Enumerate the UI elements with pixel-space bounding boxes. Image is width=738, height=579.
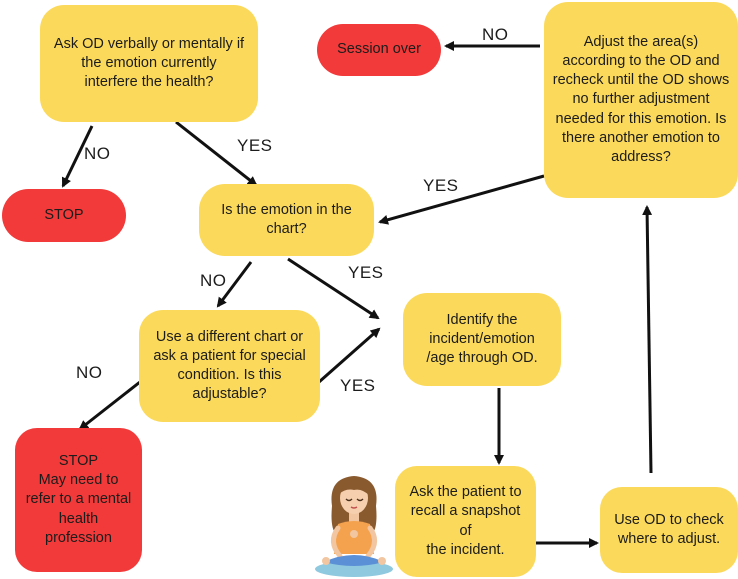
meditating-patient-figure xyxy=(315,476,393,577)
node-use-od: Use OD to check where to adjust. xyxy=(600,487,738,573)
node-ask-od: Ask OD verbally or mentally if the emoti… xyxy=(40,5,258,122)
node-adjust: Adjust the area(s) according to the OD a… xyxy=(544,2,738,198)
label-no-left: NO xyxy=(76,363,103,382)
arrow-chart-to-identify xyxy=(287,257,380,320)
arrow-useod-to-adjust xyxy=(642,205,653,474)
node-session-over: Session over xyxy=(317,24,441,76)
label-yes-top: YES xyxy=(237,136,273,155)
node-recall: Ask the patient to recall a snapshot of … xyxy=(395,466,536,577)
arrow-ask-to-stop xyxy=(61,125,94,188)
node-different-chart: Use a different chart or ask a patient f… xyxy=(139,310,320,422)
node-stop: STOP xyxy=(2,189,126,242)
label-no-top: NO xyxy=(84,144,111,163)
label-yes-back: YES xyxy=(423,176,459,195)
label-yes-mid: YES xyxy=(348,263,384,282)
arrow-chart-to-different xyxy=(216,261,253,308)
node-stop-refer: STOP May need to refer to a mental healt… xyxy=(15,428,142,572)
arrow-different-to-stop-refer xyxy=(78,380,141,431)
label-yes-low: YES xyxy=(340,376,376,395)
arrow-adjust-to-chart xyxy=(378,174,545,225)
label-no-session: NO xyxy=(482,25,509,44)
arrow-ask-to-chart xyxy=(175,120,258,187)
arrow-different-to-identify xyxy=(318,327,381,384)
label-no-mid: NO xyxy=(200,271,227,290)
node-identify: Identify the incident/emotion /age throu… xyxy=(403,293,561,386)
node-in-chart: Is the emotion in the chart? xyxy=(199,184,374,256)
